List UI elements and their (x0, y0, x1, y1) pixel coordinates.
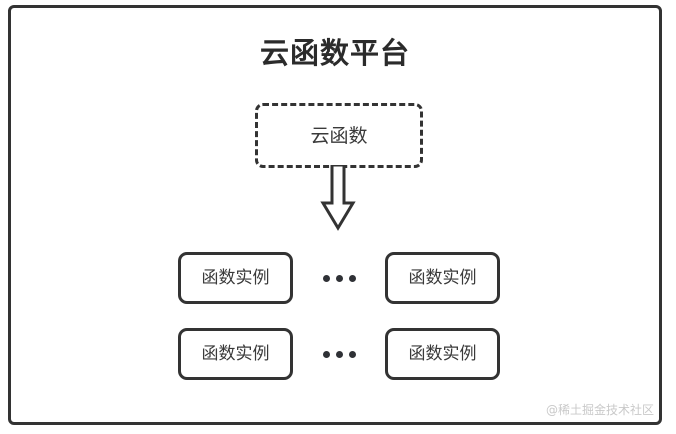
function-instance-box[interactable]: 函数实例 (178, 328, 293, 380)
ellipsis-dot (348, 350, 356, 358)
function-instance-box[interactable]: 函数实例 (178, 252, 293, 304)
ellipsis-indicator (322, 252, 356, 304)
function-instance-label: 函数实例 (201, 344, 270, 364)
page-title: 云函数平台 (259, 36, 410, 70)
watermark: @稀土掘金技术社区 (545, 403, 654, 417)
instance-row-2: 函数实例 函数实例 (178, 328, 500, 380)
cloud-function-node[interactable]: 云函数 (255, 103, 423, 168)
ellipsis-dot (335, 350, 343, 358)
function-instance-box[interactable]: 函数实例 (385, 252, 500, 304)
instance-row-1: 函数实例 函数实例 (178, 252, 500, 304)
function-instance-label: 函数实例 (408, 344, 477, 364)
function-instance-label: 函数实例 (408, 268, 477, 288)
cloud-function-label: 云函数 (310, 124, 368, 147)
ellipsis-dot (348, 274, 356, 282)
ellipsis-dot (322, 274, 330, 282)
ellipsis-dot (335, 274, 343, 282)
arrow-down-icon (320, 165, 356, 233)
ellipsis-indicator (322, 328, 356, 380)
function-instance-box[interactable]: 函数实例 (385, 328, 500, 380)
ellipsis-dot (322, 350, 330, 358)
function-instance-label: 函数实例 (201, 268, 270, 288)
